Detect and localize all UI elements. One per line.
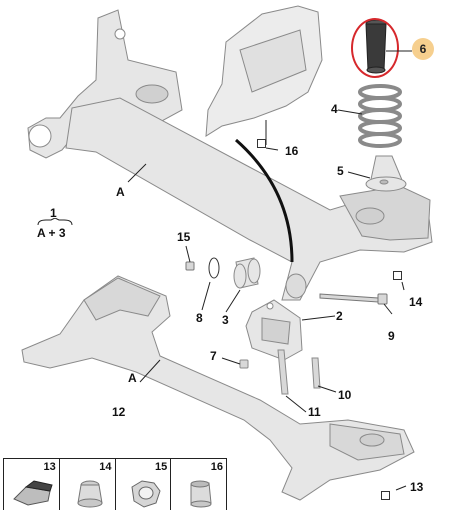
- rear-subframe: [21, 275, 415, 501]
- callout-10: 10: [338, 388, 352, 402]
- legend-number: 15: [155, 461, 168, 473]
- parts-legend: 13 14 15 16: [3, 458, 227, 510]
- sleeve-icon: [190, 480, 212, 508]
- legend-number: 13: [43, 461, 56, 473]
- callout-1-formula: A + 3: [37, 226, 66, 240]
- highlight-ring-bump-stop: [351, 18, 399, 78]
- callout-3: 3: [222, 313, 229, 327]
- ref-square-14: [393, 271, 402, 280]
- callout-1: 1: [50, 206, 57, 220]
- brake-pipe: [235, 138, 294, 263]
- callout-13: 13: [410, 480, 424, 494]
- callout-5: 5: [337, 164, 344, 178]
- callout-A-bottom: A: [128, 371, 137, 385]
- callout-11: 11: [308, 405, 321, 419]
- callout-14: 14: [409, 295, 423, 309]
- ref-square-13: [381, 491, 390, 500]
- ref-square-16: [257, 139, 266, 148]
- callout-9: 9: [388, 329, 395, 343]
- callout-8: 8: [196, 311, 203, 325]
- legend-cell-16: 16: [171, 459, 226, 510]
- callout-6: 6: [419, 42, 427, 56]
- spring-seat: [365, 155, 407, 192]
- heat-shield-plate: [205, 5, 323, 137]
- callout-16: 16: [285, 144, 299, 158]
- bolts: [185, 261, 388, 305]
- legend-cell-14: 14: [60, 459, 116, 510]
- callout-6-badge: 6: [412, 38, 434, 60]
- clip-icon: [13, 480, 53, 506]
- callout-12: 12: [112, 405, 126, 419]
- callout-A-top: A: [116, 185, 125, 199]
- coil-spring: [358, 84, 402, 148]
- callout-4: 4: [331, 102, 338, 116]
- leader-6: [386, 50, 412, 52]
- axle-bush: [208, 257, 307, 299]
- callout-7: 7: [210, 349, 217, 363]
- callout-15: 15: [177, 230, 191, 244]
- nut-icon: [130, 480, 161, 508]
- leader-lines: [127, 109, 407, 491]
- callout-2: 2: [336, 309, 343, 323]
- legend-number: 16: [210, 461, 223, 473]
- legend-number: 14: [99, 461, 112, 473]
- callout-1-brace: [37, 218, 73, 226]
- legend-cell-15: 15: [116, 459, 172, 510]
- legend-cell-13: 13: [4, 459, 60, 510]
- bush-icon: [77, 480, 103, 508]
- rear-axle-beam: [27, 9, 433, 301]
- mounting-bracket: [239, 299, 321, 395]
